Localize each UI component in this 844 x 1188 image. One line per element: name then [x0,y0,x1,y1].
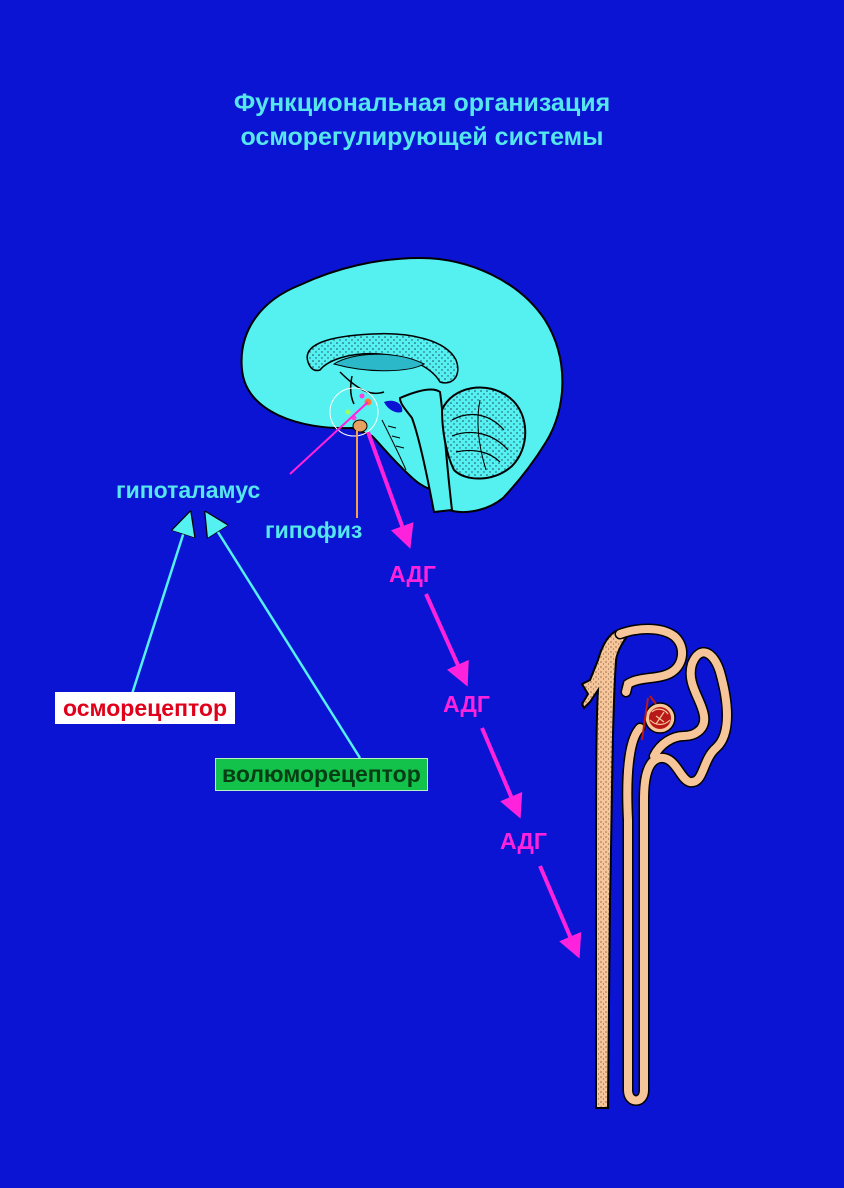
hypothalamus-pointer-line [289,401,369,475]
page-title-line-2: осморегулирующей системы [240,123,604,151]
adh-arrow-4 [538,865,582,959]
brain-illustration [240,256,564,514]
hypothalamus-highlight-circle [329,387,379,437]
adh-arrow-1 [366,431,414,549]
page-title-line-1: Функциональная организация [233,89,611,117]
volumoreceptor-label-box: волюморецептор [215,758,428,791]
adh-label-3: АДГ [500,828,547,854]
osmoreceptor-arrow [130,513,190,695]
hypothalamus-label: гипоталамус [116,477,261,503]
adh-arrow-3 [480,727,523,819]
pituitary-gland-icon [352,419,368,433]
osmoreceptor-label-box: осморецептор [55,692,236,724]
cerebellum-icon [440,386,527,480]
adh-label-2: АДГ [443,691,490,717]
adh-arrow-2 [424,593,469,687]
ventricle-icon [332,353,426,372]
brainstem-icon [398,388,454,514]
volumoreceptor-arrow [206,513,362,759]
adh-flow-arrows [366,431,582,959]
corpus-callosum-icon [306,332,459,384]
nephron-illustration [580,623,733,1109]
adh-label-1: АДГ [389,561,436,587]
brain-outline-icon [240,256,564,514]
receptor-arrows [130,513,362,759]
pituitary-label: гипофиз [265,517,363,543]
